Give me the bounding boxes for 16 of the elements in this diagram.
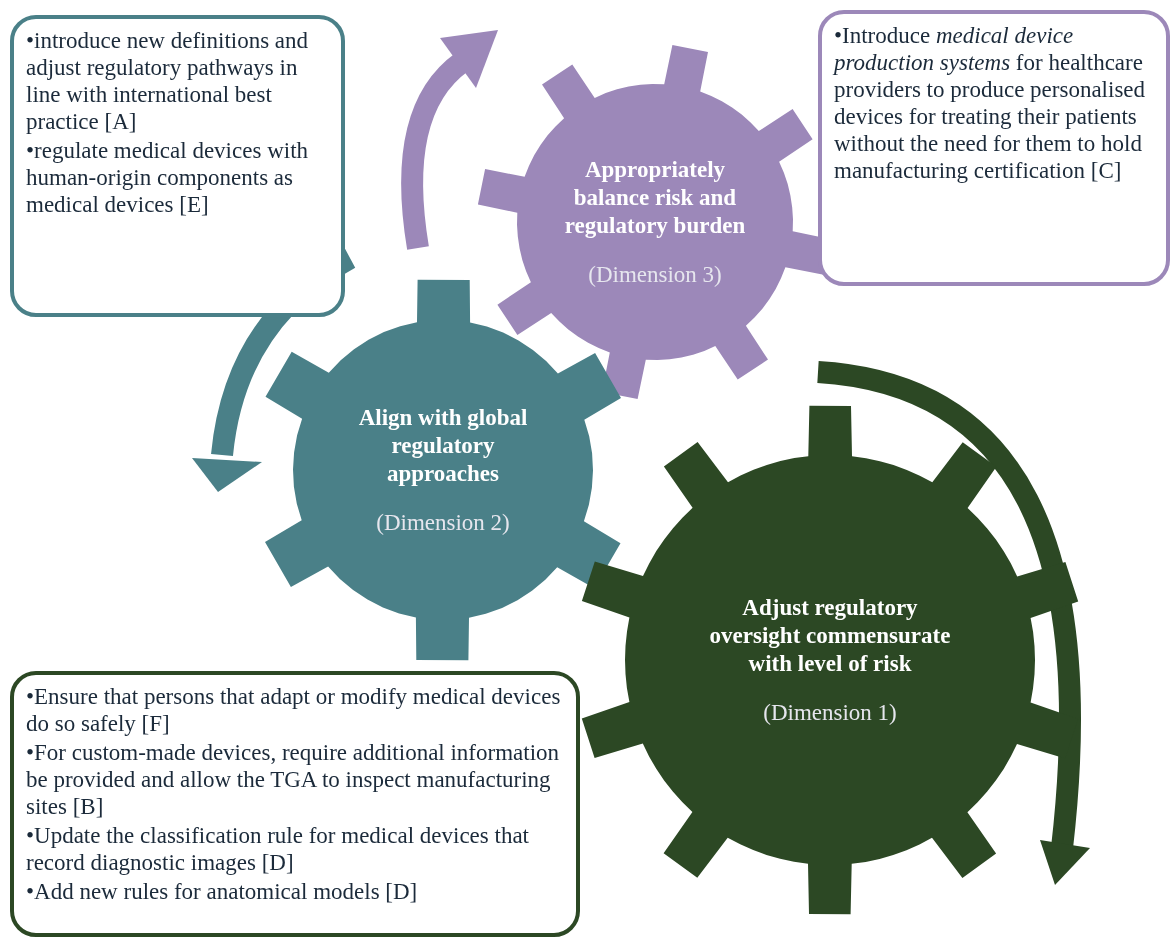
bullet-text: •regulate medical devices with human-origin components as medical devices [E] [26,137,310,218]
text-box [818,10,1170,286]
gear-heading: Appropriately balance risk and regulatory burden [563,156,747,240]
bullet-text: •For custom-made devices, require additional information be provided and allow the TGA to inspect manufacturing sites [B] [26,739,561,820]
bullet-text: •Update the classification rule for medical devices that record diagnostic images [D] [26,822,530,876]
dimension-label: (Dimension 2) [375,510,511,536]
bullet-text: •Add new rules for anatomical models [D] [26,878,419,905]
text-box [10,15,345,317]
dimension-label: (Dimension 1) [762,700,898,726]
text-box [10,671,580,937]
bullet-text: •Introduce medical device production systems for healthcare providers to produce personalised devices for treating their patients without the need for them to hold manufacturing certification [C] [834,22,1147,184]
bullet-text: •introduce new definitions and adjust regulatory pathways in line with international best practice [A] [26,27,310,135]
gear-heading: Align with global regulatory approaches [357,404,529,488]
bullet-text: •Ensure that persons that adapt or modify medical devices do so safely [F] [26,683,562,737]
dimension-label: (Dimension 3) [587,262,723,288]
gear-heading: Adjust regulatory oversight commensurate with level of risk [708,594,952,678]
